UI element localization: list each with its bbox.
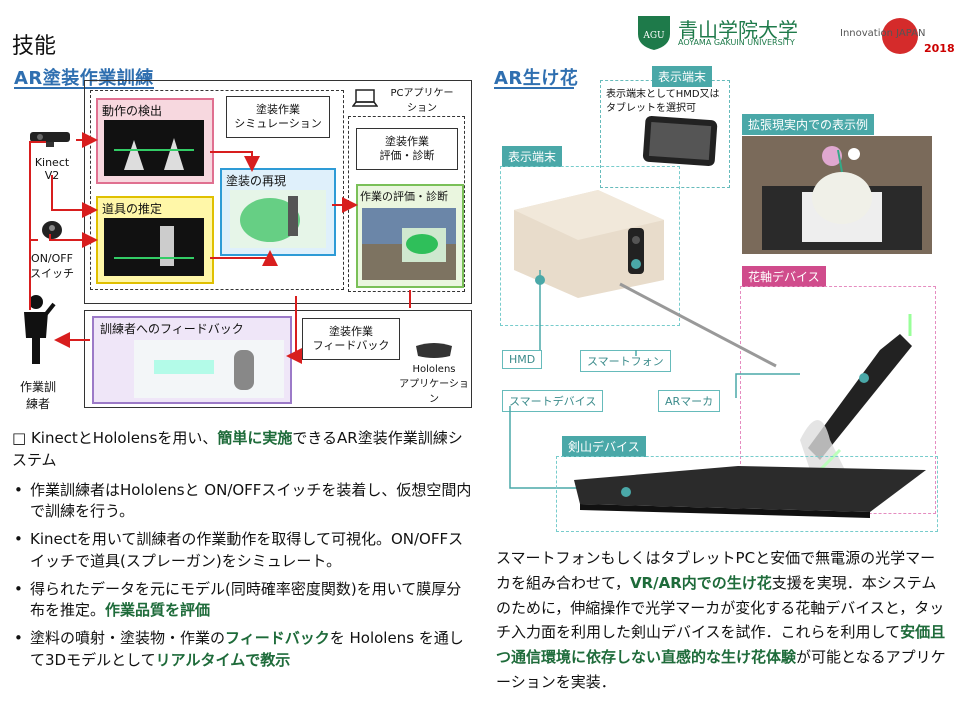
crest-icon: AGU: [638, 16, 670, 50]
trainee-label: 作業訓 練者: [19, 380, 56, 411]
smartphone-label: スマートフォン: [580, 350, 671, 372]
bullet-dot: •: [14, 530, 23, 548]
bullet-3-text: 得られたデータを元にモデル(同時確率密度関数)を用いて膜厚分布を推定。: [30, 579, 462, 620]
feedback-photo: [134, 340, 284, 398]
trainee-feedback-label: 訓練者へのフィードバック: [100, 322, 244, 336]
title-underline-right: [494, 87, 574, 89]
flower-axis-tag: 花軸デバイス: [742, 266, 826, 287]
display-terminal-desc: 表示端末としてHMD又はタブレットを選択可: [606, 89, 720, 114]
right-text-3: が可能となるアプリケーションを実装．: [496, 648, 946, 691]
feedback-frame: [84, 310, 472, 408]
right-text-2: 支援を実現．本システムのために，伸縮操作で光学マーカが変化する花軸デバイスと，タ…: [496, 573, 945, 642]
bullet-1: • 作業訓練者はHololensと ON/OFFスイッチを装着し、仮想空間内で訓練…: [12, 480, 474, 524]
trainee-feedback-panel: 訓練者へのフィードバック: [92, 316, 292, 404]
motion-detect-panel: 動作の検出: [96, 98, 214, 184]
hmd-label: HMD: [502, 350, 543, 369]
bullet-dot: •: [14, 480, 23, 499]
bullet-4-highlight-3: 教示: [260, 650, 291, 669]
work-eval-photo: [362, 208, 456, 280]
heading-suffix: できるAR塗装作業訓練システム: [12, 429, 463, 469]
left-section-title: AR塗装作業訓練: [14, 68, 154, 89]
ar-example-photo: [742, 136, 932, 254]
display-terminal-tag-2: 表示端末: [502, 146, 563, 167]
heading-highlight: 簡単に実施: [217, 429, 293, 447]
hololens-icon: [414, 340, 454, 360]
smart-device-label: スマートデバイス: [502, 390, 604, 412]
tool-photo: [104, 218, 204, 276]
system-frame: [84, 80, 472, 304]
svg-text:AGU: AGU: [642, 31, 665, 41]
paint-reproduce-photo: [230, 190, 326, 248]
bullet-2: • Kinectを用いて訓練者の作業動作を取得して可視化。ON/OFFスイッチで道…: [12, 529, 474, 573]
university-name: 青山学院大学: [678, 18, 798, 42]
bullet-2-text: Kinectを用いて訓練者の作業動作を取得して可視化。ON/OFFスイッチで道具…: [30, 530, 464, 570]
paint-reproduce-panel: 塗装の再現: [220, 168, 336, 256]
university-logo: AGU 青山学院大学 AOYAMA GAKUIN UNIVERSITY: [634, 12, 824, 52]
kenzan-tag: 剣山デバイス: [562, 436, 646, 457]
bullet-4-highlight-1: フィードバック: [225, 629, 330, 647]
cardboard-hmd: [508, 180, 668, 300]
right-section-title: AR生け花: [494, 68, 579, 89]
eval-diagnosis-box: 塗装作業 評価・診断: [356, 128, 458, 170]
switch-icon: [40, 218, 64, 240]
innovation-text: Innovation JAPAN: [840, 28, 926, 39]
motion-photo: [104, 120, 204, 176]
page-title: 技能: [12, 34, 57, 59]
innovation-logo-icon: [882, 18, 918, 54]
processing-frame: [90, 90, 344, 290]
ar-example-tag: 拡張現実内での表示例: [742, 114, 875, 135]
bullet-4-text-a: 塗料の噴射・塗装物・作業の: [30, 629, 226, 647]
trainee-icon: [16, 294, 56, 366]
pc-app-label: PCアプリケー ション: [390, 88, 454, 114]
work-eval-panel: 作業の評価・診断: [356, 184, 464, 288]
tablet-icon: [640, 114, 720, 170]
kenzan-frame: [556, 456, 938, 532]
right-description: スマートフォンもしくはタブレットPCと安価で無電源の光学マーカを組み合わせて，V…: [496, 546, 948, 695]
right-highlight-1: VR/AR内での生け花: [629, 573, 772, 592]
paint-simulation-box: 塗装作業 シミュレーション: [226, 96, 330, 138]
paint-reproduce-label: 塗装の再現: [226, 174, 287, 188]
tool-estimate-label: 道具の推定: [102, 202, 163, 216]
laptop-icon: [351, 88, 379, 110]
right-text-1: スマートフォンもしくはタブレットPCと安価で無電源の光学マーカを組み合わせて，: [496, 549, 936, 592]
bullet-dot: •: [14, 629, 23, 647]
kenzan-device: [570, 462, 930, 526]
hmd-frame: [500, 166, 680, 326]
bullet-4: • 塗料の噴射・塗装物・作業のフィードバックを Hololens を通して3Dモデ…: [12, 628, 474, 672]
paint-feedback-box: 塗装作業 フィードバック: [302, 318, 400, 360]
university-en: AOYAMA GAKUIN UNIVERSITY: [678, 38, 795, 47]
kinect-device: [28, 128, 72, 148]
left-heading: □ KinectとHololensを用い、簡単に実施できるAR塗装作業訓練システ…: [12, 428, 474, 472]
bullet-4-text-b: を Hololens を通して3Dモデルとして: [30, 629, 464, 669]
bullet-3-highlight: 作業品質を評価: [105, 601, 211, 620]
ar-marker-label: ARマーカ: [658, 390, 721, 412]
right-highlight-2: 安価且つ通信環境に依存しない直感的な生け花体験: [496, 623, 946, 666]
innovation-japan-logo: Innovation JAPAN 2018: [840, 10, 955, 56]
flow-arrows: [29, 132, 411, 364]
kinect-label: Kinect V2: [34, 156, 70, 182]
motion-detect-label: 動作の検出: [102, 104, 163, 118]
display-terminal-tag: 表示端末: [652, 66, 713, 87]
bullet-4-highlight-2: リアルタイムで: [155, 650, 261, 669]
bullet-dot: •: [14, 579, 23, 598]
work-eval-label: 作業の評価・診断: [360, 190, 448, 203]
bullet-1-text: 作業訓練者はHololensと ON/OFFスイッチを装着し、仮想空間内で訓練を…: [30, 480, 472, 521]
heading-prefix: □ KinectとHololensを用い、: [12, 429, 218, 447]
left-description: □ KinectとHololensを用い、簡単に実施できるAR塗装作業訓練システ…: [12, 428, 474, 678]
innovation-year: 2018: [924, 42, 955, 55]
switch-label: ON/OFF スイッチ: [30, 252, 74, 280]
hololens-app-label: Hololens アプリケーション: [399, 364, 469, 405]
bullet-3: • 得られたデータを元にモデル(同時確率密度関数)を用いて膜厚分布を推定。作業品質…: [12, 579, 474, 623]
